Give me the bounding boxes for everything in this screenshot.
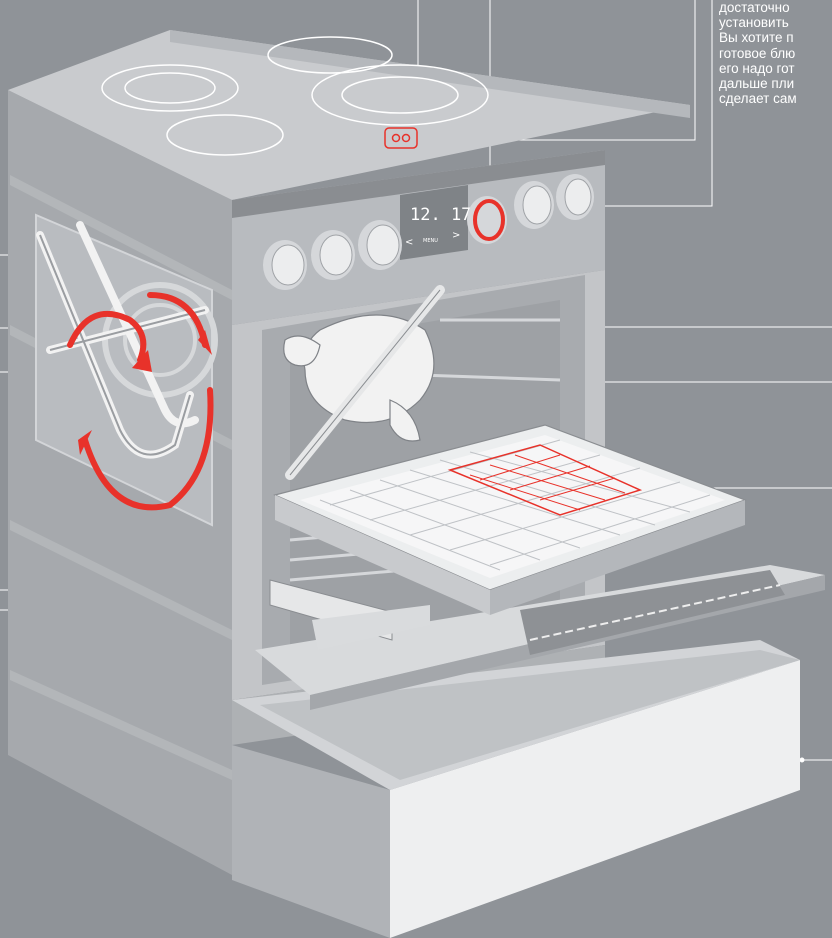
baking-tray[interactable] <box>273 424 747 615</box>
cooktop-zones <box>101 36 489 156</box>
cooktop-zone-back-right <box>267 36 393 74</box>
control-knobs <box>263 174 594 290</box>
display-right-arrow: > <box>452 230 460 241</box>
cooktop-zone-front-left <box>166 114 284 156</box>
knob-highlighted[interactable] <box>467 196 507 244</box>
callout-text-block: достаточно установить Вы хотите п готово… <box>719 0 832 106</box>
knob-6[interactable] <box>556 174 594 220</box>
callout-line: готовое блю <box>719 45 796 61</box>
storage-drawer-front[interactable] <box>390 660 800 938</box>
chicken-on-rotisserie <box>283 285 445 480</box>
door-vent <box>529 584 781 641</box>
lower-shelf-rack <box>269 579 430 650</box>
cooktop-zone-back-left <box>101 64 239 112</box>
callout-line: сделает сам <box>719 91 797 107</box>
knob-1[interactable] <box>263 240 307 290</box>
display-menu-label: MENU <box>423 238 438 244</box>
display-left-arrow: < <box>405 237 413 248</box>
display-panel <box>400 185 468 260</box>
display-time: 12. 17. <box>410 205 482 225</box>
cooktop-zone-front-right <box>311 64 489 126</box>
knob-3[interactable] <box>358 220 402 270</box>
callout-line: Вы хотите п <box>719 30 794 46</box>
callout-line: достаточно <box>719 0 790 15</box>
knob-2[interactable] <box>311 230 355 280</box>
leader-line-right-knob <box>600 0 713 207</box>
callout-line: его надо гот <box>719 60 795 76</box>
cooktop-sensor-icon <box>384 127 418 149</box>
knob-5[interactable] <box>514 181 554 229</box>
callout-line: установить <box>719 15 789 31</box>
callout-line: дальше пли <box>719 76 795 92</box>
tray-highlight-zone <box>447 444 643 516</box>
